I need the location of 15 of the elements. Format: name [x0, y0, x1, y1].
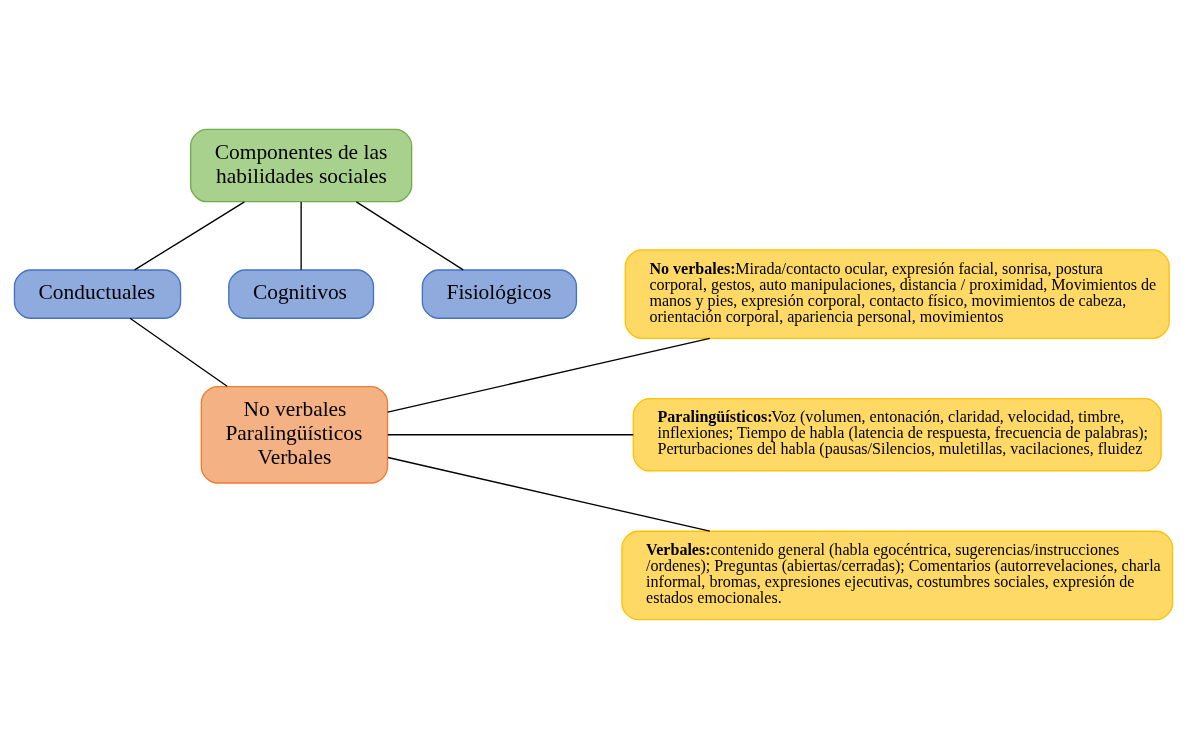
connector [355, 201, 464, 271]
node-box: Cognitivos [228, 269, 375, 319]
node-box: No verbales:Mirada/contacto ocular, expresión facial, sonrisa, postura corporal, gestos, auto manipulaciones, distancia / proximidad, Movimientos de manos y pies, expresión corporal, contacto físico, movimientos de cabeza, orientación corporal, apariencia personal, movimientos [624, 249, 1170, 339]
connector [387, 456, 711, 532]
node-box: Conductuales [13, 269, 182, 319]
connector [129, 317, 228, 387]
connector [387, 337, 711, 413]
node-box: No verbales Paralingüísticos Verbales [200, 385, 389, 484]
node-box: Paralingüísticos:Voz (volumen, entonación, claridad, velocidad, timbre, inflexiones; Tiempo de habla (latencia de respuesta, frecuencia de palabras); Perturbaciones del habla (pausas/Silencios, muletillas, vacilaciones, fluidez [632, 397, 1162, 472]
connector [134, 201, 246, 271]
node-box: Verbales:contenido general (habla egocéntrica, sugerencias/instrucciones /ordenes); Preguntas (abiertas/cerradas); Comentarios (autorrevelaciones, charla informal, bromas, expresiones ejecutivas, costumbres sociales, expresión de estados emocionales. [621, 530, 1174, 621]
node-box: Fisiológicos [421, 269, 578, 319]
node-box: Componentes de las habilidades sociales [189, 128, 413, 203]
connector [387, 434, 634, 436]
connector [300, 201, 302, 271]
